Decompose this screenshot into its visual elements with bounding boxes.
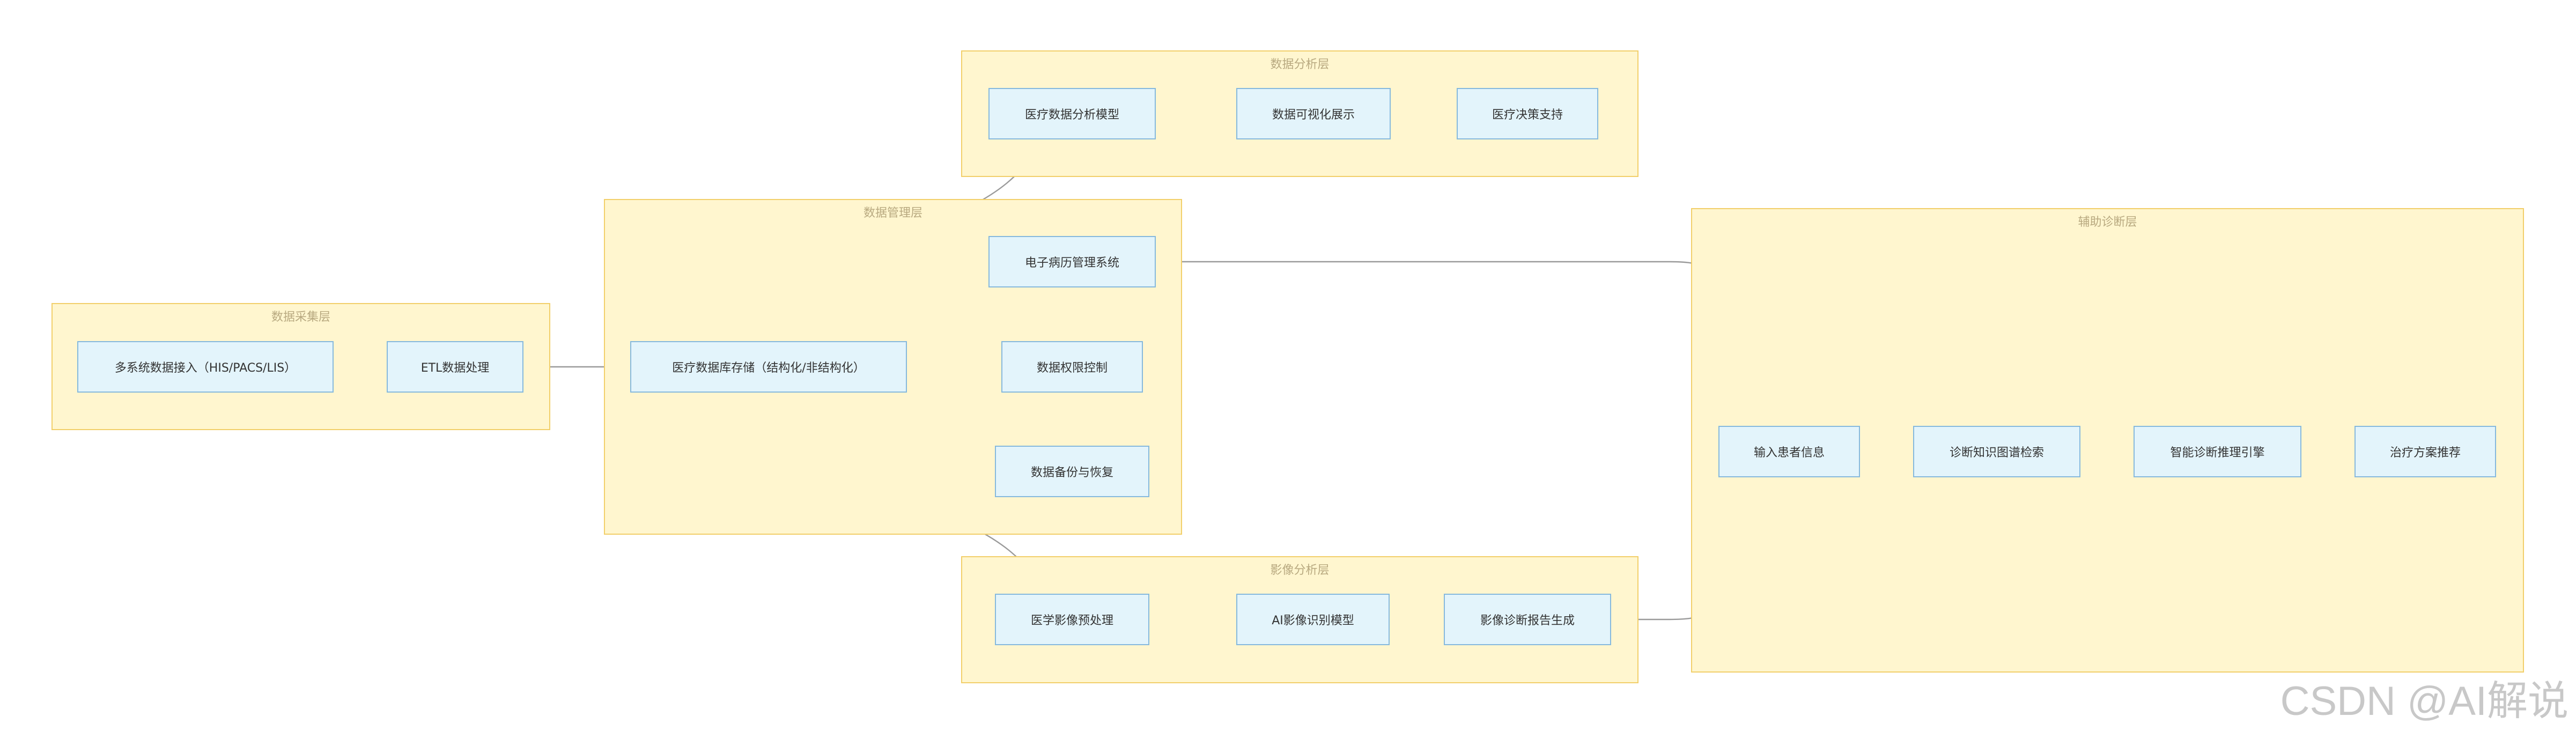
node-ai-image-recognition[interactable]: AI影像识别模型 xyxy=(1236,594,1390,645)
group-title-data-analysis: 数据分析层 xyxy=(1270,58,1330,71)
node-knowledge-graph-search[interactable]: 诊断知识图谱检索 xyxy=(1913,426,2080,477)
node-backup-restore[interactable]: 数据备份与恢复 xyxy=(995,446,1149,497)
node-image-preprocessing[interactable]: 医学影像预处理 xyxy=(995,594,1149,645)
node-etl-processing[interactable]: ETL数据处理 xyxy=(387,341,523,393)
group-title-data-management: 数据管理层 xyxy=(863,206,922,220)
group-title-aided-diagnosis: 辅助诊断层 xyxy=(2078,216,2137,229)
node-image-report-generation[interactable]: 影像诊断报告生成 xyxy=(1444,594,1611,645)
node-medical-db-storage[interactable]: 医疗数据库存储（结构化/非结构化） xyxy=(630,341,907,393)
edge-emr-to-patient_input xyxy=(1156,261,1782,426)
node-data-visualization[interactable]: 数据可视化展示 xyxy=(1236,88,1391,139)
watermark: CSDN @AI解说 xyxy=(2280,678,2568,724)
node-patient-info-input[interactable]: 输入患者信息 xyxy=(1718,426,1860,477)
node-multi-system-ingest[interactable]: 多系统数据接入（HIS/PACS/LIS） xyxy=(77,341,334,393)
group-title-imaging-analysis: 影像分析层 xyxy=(1270,564,1330,577)
node-analysis-model[interactable]: 医疗数据分析模型 xyxy=(988,88,1156,139)
node-permission-control[interactable]: 数据权限控制 xyxy=(1001,341,1143,393)
node-decision-support[interactable]: 医疗决策支持 xyxy=(1457,88,1598,139)
group-title-data-collection: 数据采集层 xyxy=(271,311,330,324)
node-treatment-recommendation[interactable]: 治疗方案推荐 xyxy=(2354,426,2496,477)
node-diagnosis-reasoning-engine[interactable]: 智能诊断推理引擎 xyxy=(2134,426,2301,477)
node-emr-system[interactable]: 电子病历管理系统 xyxy=(988,236,1156,287)
